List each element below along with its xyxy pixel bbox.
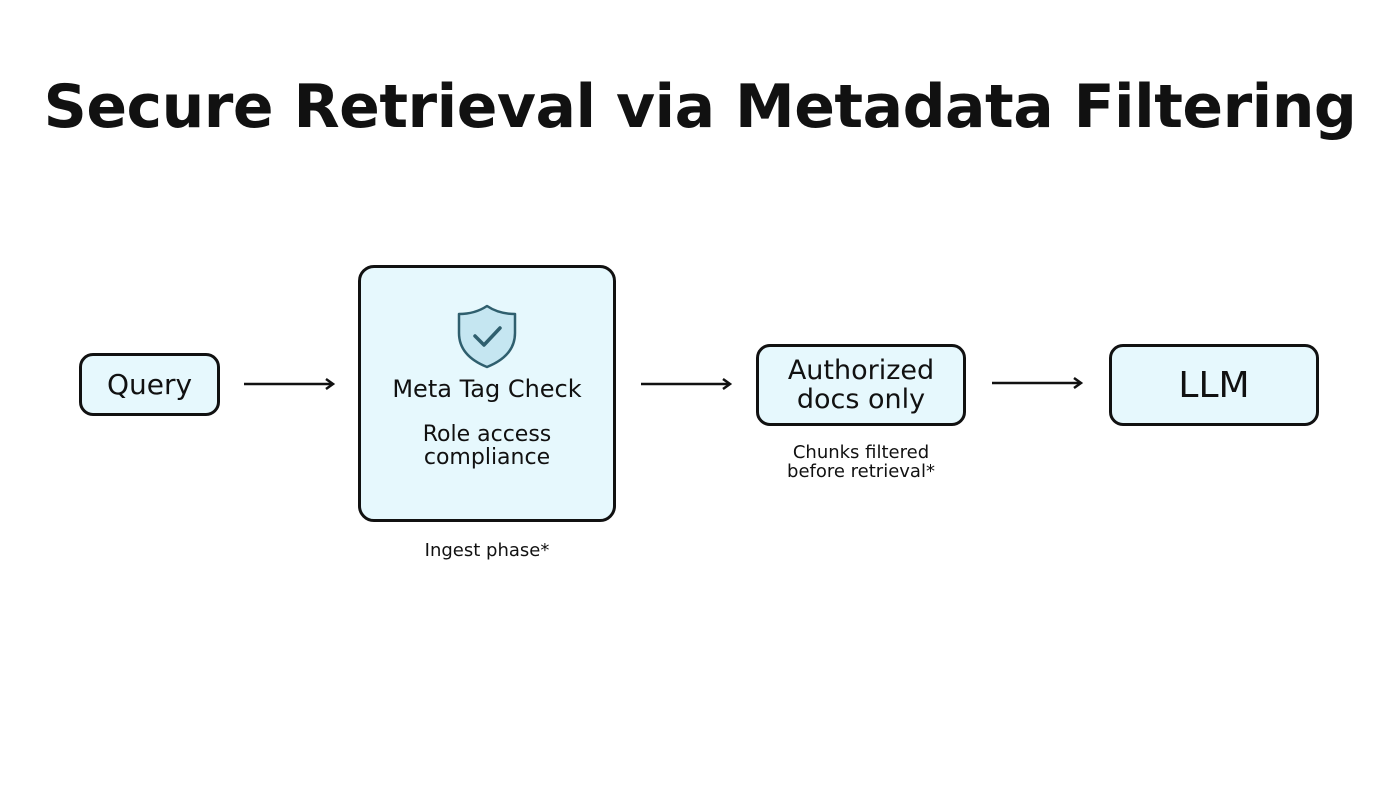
query-node: Query (79, 353, 220, 416)
query-label: Query (106, 368, 193, 401)
arrow-authorized-to-llm (992, 376, 1084, 390)
ingest-phase-caption: Ingest phase* (424, 540, 550, 561)
meta-tag-check-subtitle: Role access compliance (422, 422, 552, 470)
arrow-meta-to-authorized (641, 377, 733, 391)
chunks-filtered-caption: Chunks filtered before retrieval* (746, 443, 976, 481)
authorized-docs-node: Authorized docs only (756, 344, 966, 426)
llm-label: LLM (1178, 364, 1250, 406)
meta-tag-check-title: Meta Tag Check (392, 375, 582, 403)
meta-tag-check-node: Meta Tag Check Role access compliance (358, 265, 616, 522)
shield-check-icon (457, 304, 517, 369)
arrow-query-to-meta (244, 377, 336, 391)
llm-node: LLM (1109, 344, 1319, 426)
chunks-filtered-text: Chunks filtered before retrieval* (787, 442, 935, 482)
diagram-title: Secure Retrieval via Metadata Filtering (43, 72, 1357, 142)
authorized-docs-label: Authorized docs only (787, 355, 935, 415)
